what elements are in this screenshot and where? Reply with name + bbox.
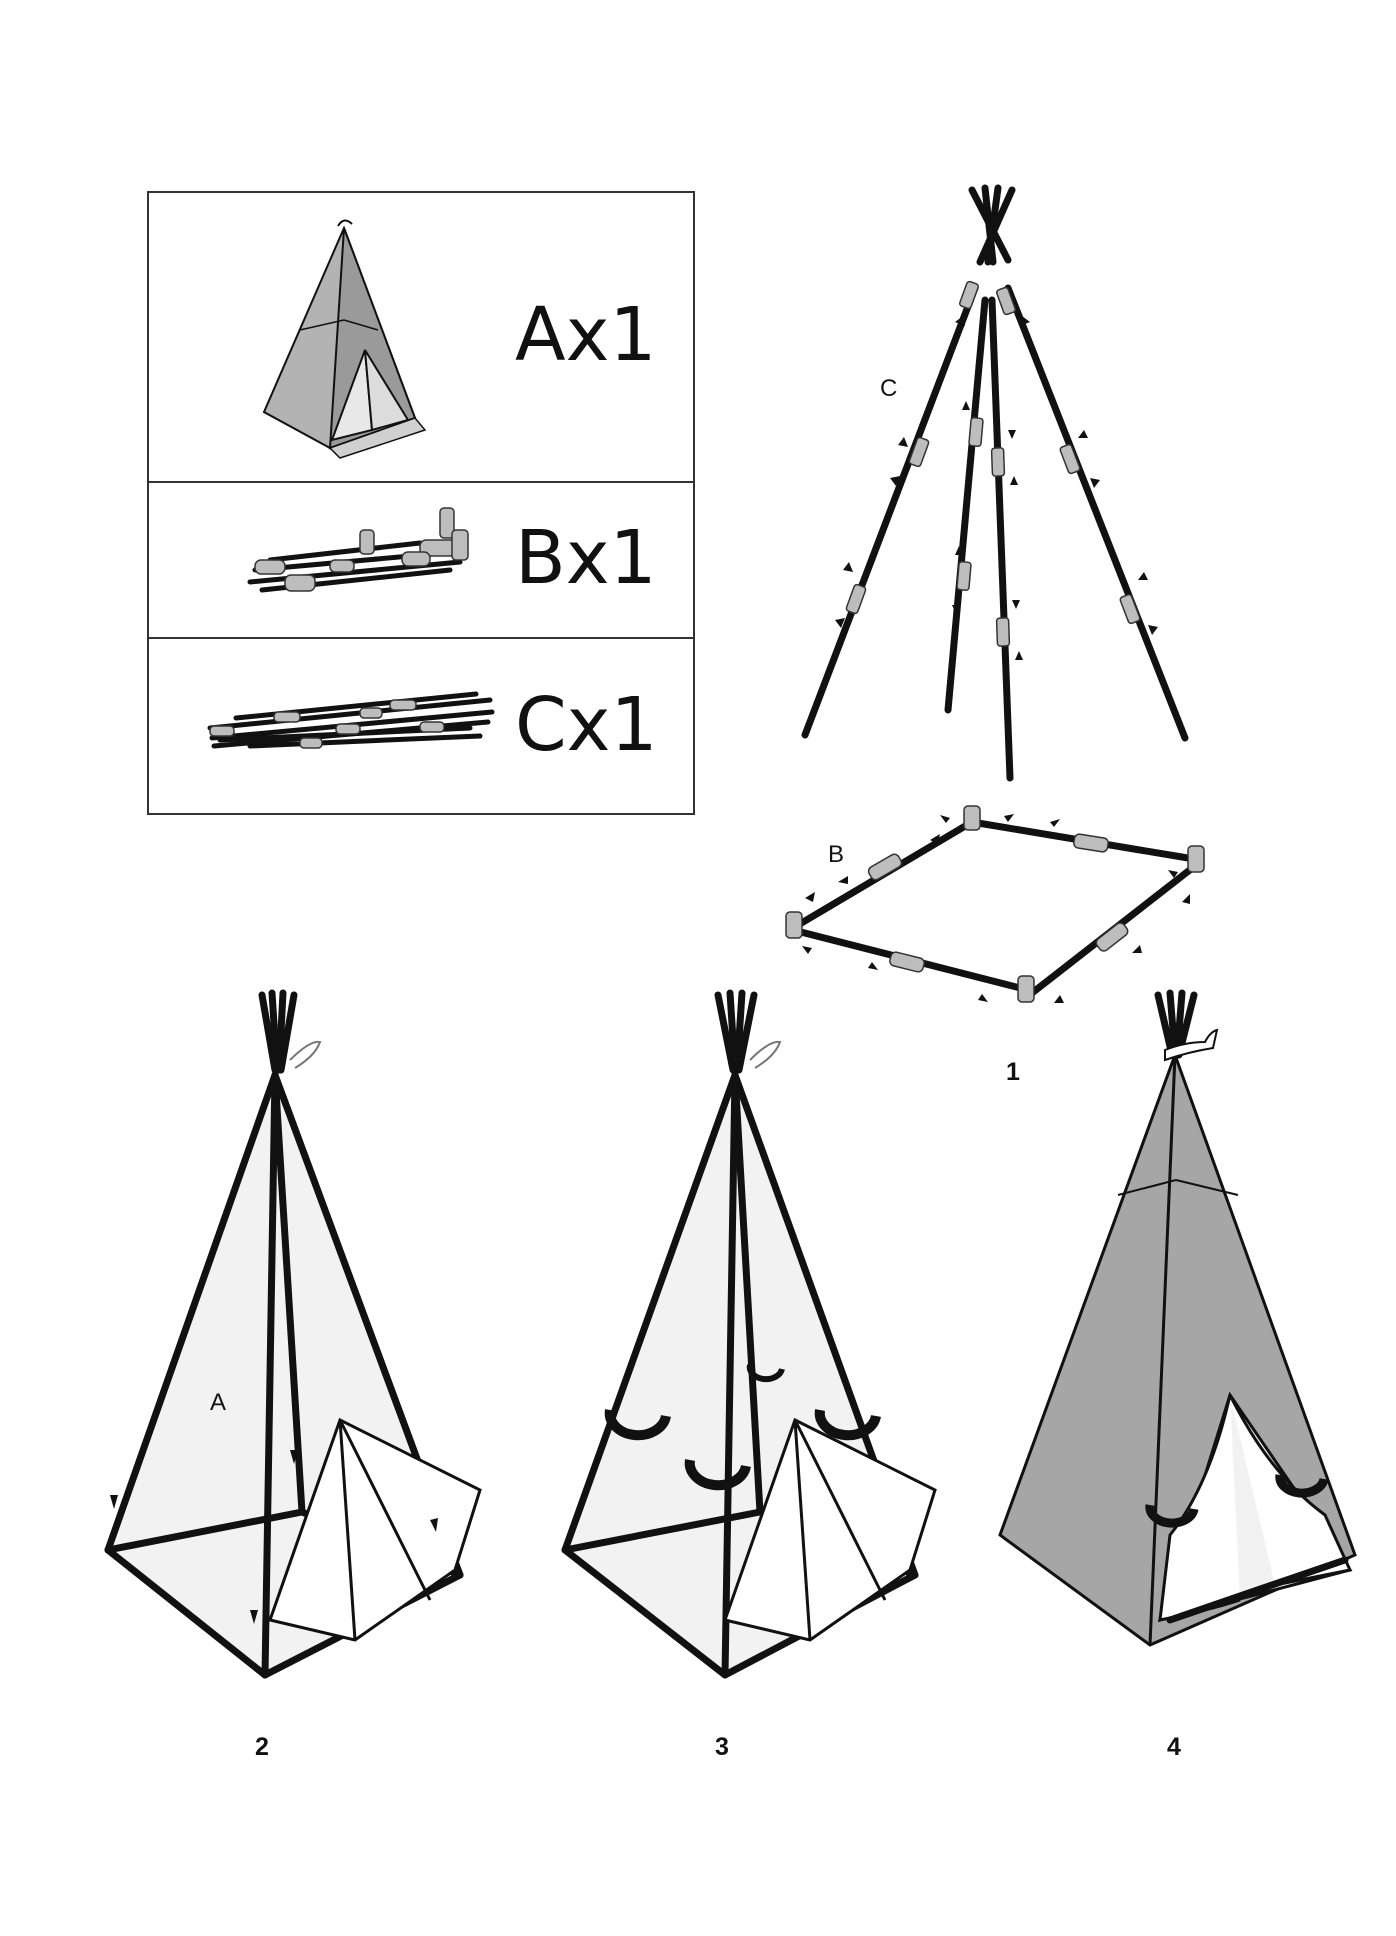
- part-b-label: Bx1: [515, 515, 657, 601]
- callout-c: C: [880, 375, 897, 402]
- part-a-label: Ax1: [515, 292, 657, 378]
- part-c-label: Cx1: [515, 682, 658, 768]
- base-frame-assembly: [785, 805, 1205, 1003]
- callout-b: B: [828, 841, 844, 868]
- direction-arrows: [835, 316, 1158, 660]
- step-4-number: 4: [1167, 1733, 1181, 1761]
- step-4-illustration: 4: [998, 989, 1357, 1761]
- step-3-illustration: 3: [561, 989, 937, 1761]
- part-c-poles-icon: [207, 691, 495, 749]
- callout-a: A: [210, 1389, 226, 1416]
- step-3-number: 3: [715, 1733, 729, 1761]
- step-2-illustration: A 2: [104, 989, 482, 1761]
- poles-assembly: [801, 184, 1189, 782]
- step-2-number: 2: [255, 1733, 269, 1761]
- parts-table: Ax1 Bx1: [147, 191, 695, 815]
- step-1-number: 1: [1006, 1058, 1020, 1086]
- parts-table-frame: [147, 191, 695, 815]
- part-a-cover-icon: [262, 219, 427, 459]
- part-b-frame-icon: [247, 507, 469, 593]
- step-1-illustration: C: [785, 184, 1205, 1086]
